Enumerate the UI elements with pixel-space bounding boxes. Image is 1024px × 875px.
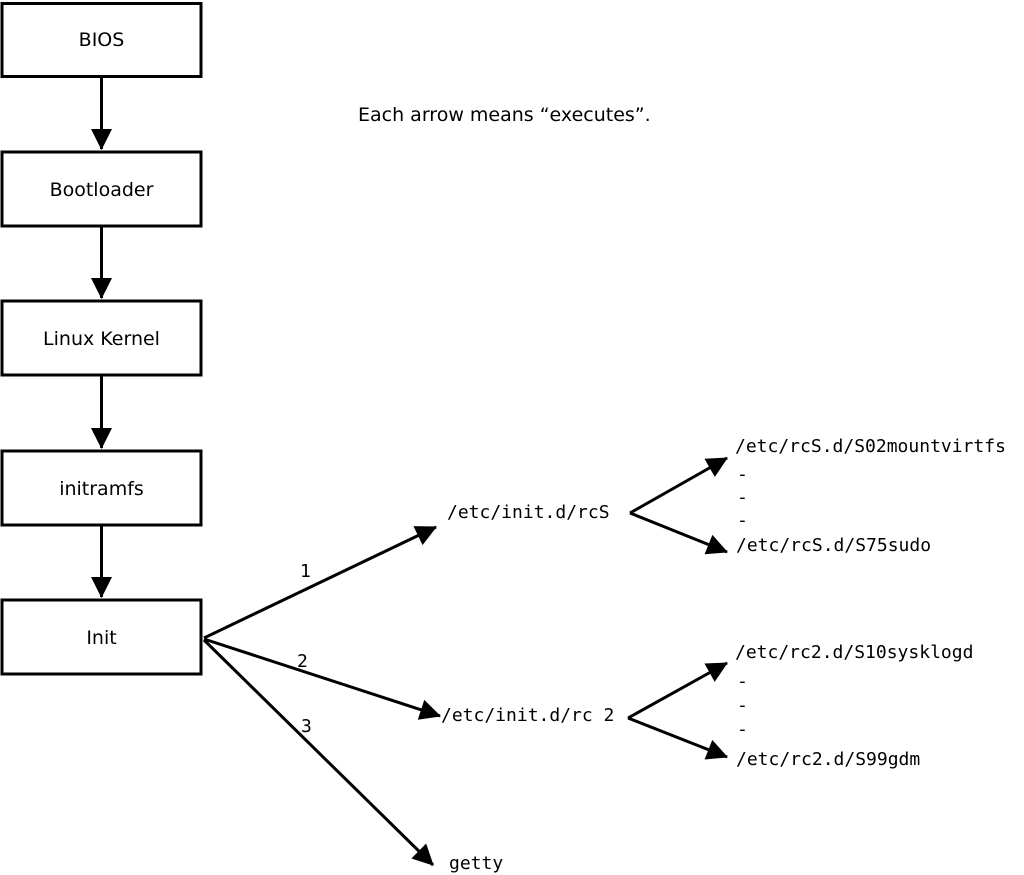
initramfs-node-label: initramfs <box>59 478 144 500</box>
rc2-last-script-label: /etc/rc2.d/S99gdm <box>736 749 920 770</box>
getty-label: getty <box>449 853 503 874</box>
bios-node-label: BIOS <box>79 29 125 51</box>
arrow-rcs-to-s02mountvirtfs <box>629 456 728 515</box>
linux-kernel-node <box>0 299 203 377</box>
rc2-fanout: /etc/rc2.d/S10sysklogd - - - /etc/rc2.d/… <box>627 642 973 770</box>
arrow-rcs-to-s75sudo <box>629 511 728 555</box>
rc2-script-label: /etc/init.d/rc 2 <box>441 705 614 726</box>
init-branch-arrows: 1 2 3 <box>202 525 441 867</box>
rcs-ellipsis-dash: - <box>737 464 748 485</box>
rc2-ellipsis-dash: - <box>737 695 748 716</box>
rc2-first-script-label: /etc/rc2.d/S10sysklogd <box>735 642 973 663</box>
rc2-ellipsis-dash: - <box>737 719 748 740</box>
note-text: Each arrow means “executes”. <box>358 104 651 126</box>
rcs-ellipsis-dash: - <box>737 487 748 508</box>
linux-kernel-node-label: Linux Kernel <box>43 328 160 350</box>
arrow-rc2-to-s99gdm <box>627 716 728 760</box>
arrow-init-to-rcs <box>203 525 437 640</box>
rcs-first-script-label: /etc/rcS.d/S02mountvirtfs <box>735 436 1006 457</box>
rcs-script-label: /etc/init.d/rcS <box>447 502 610 523</box>
init-branch-targets: /etc/init.d/rcS /etc/init.d/rc 2 getty <box>441 502 614 874</box>
initramfs-node <box>0 449 203 527</box>
rcs-ellipsis-dash: - <box>737 510 748 531</box>
arrow-label-3: 3 <box>301 716 312 737</box>
init-node-label: Init <box>86 627 116 649</box>
rcs-last-script-label: /etc/rcS.d/S75sudo <box>736 535 931 556</box>
rc2-ellipsis-dash: - <box>737 671 748 692</box>
init-node <box>0 598 203 676</box>
arrow-rc2-to-s10sysklogd <box>627 661 728 720</box>
boot-chain-nodes: BIOS Bootloader Linux Kernel initramfs I… <box>0 2 203 676</box>
bios-node <box>0 2 203 78</box>
arrow-init-to-rc2 <box>203 637 441 720</box>
bootloader-node <box>0 150 203 228</box>
rcs-fanout: /etc/rcS.d/S02mountvirtfs - - - /etc/rcS… <box>629 436 1006 556</box>
bootloader-node-label: Bootloader <box>50 179 154 201</box>
arrow-label-1: 1 <box>300 561 311 582</box>
arrow-label-2: 2 <box>297 651 308 672</box>
arrow-init-to-getty <box>202 638 435 867</box>
